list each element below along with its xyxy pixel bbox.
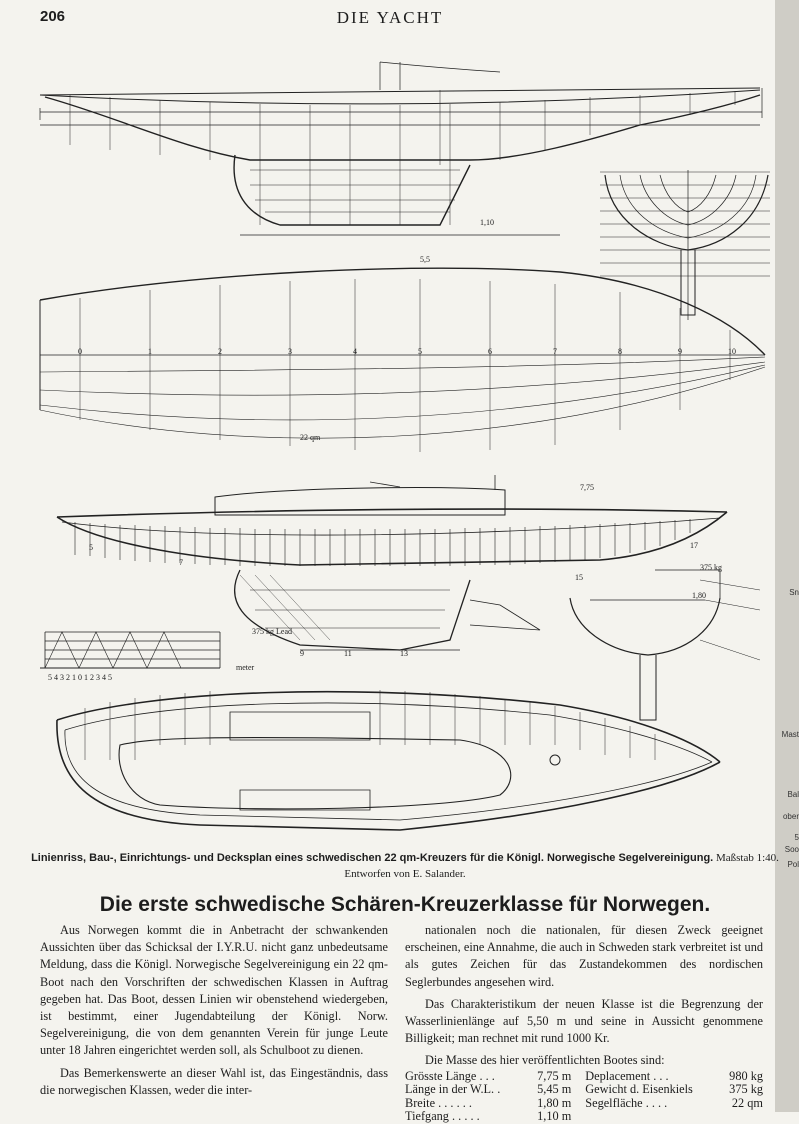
body-plan bbox=[600, 170, 770, 320]
ballast-label: 375 kg Lead bbox=[252, 627, 292, 636]
midship-section bbox=[569, 569, 761, 721]
edge-note: Soo bbox=[784, 845, 799, 854]
figure-caption: Linienriss, Bau-, Einrichtungs- und Deck… bbox=[30, 850, 780, 882]
frame-label: 13 bbox=[400, 649, 408, 658]
station-label: 3 bbox=[288, 347, 292, 356]
scale-label: meter bbox=[236, 663, 255, 672]
dimensions-table: Grösste Länge . . . 7,75 m Deplacement .… bbox=[405, 1068, 763, 1124]
spec-label: Länge in der W.L. . bbox=[405, 1082, 501, 1097]
scale-numbers: 5 4 3 2 1 0 1 2 3 4 5 bbox=[48, 673, 112, 682]
station-label: 1 bbox=[148, 347, 152, 356]
edge-note: Mast bbox=[781, 730, 799, 739]
lwl-label: 5,5 bbox=[420, 255, 430, 264]
deck-length-label: 7,75 bbox=[580, 483, 594, 492]
paragraph: Aus Norwegen kommt die in Anbetracht der… bbox=[40, 923, 388, 1058]
yacht-plans-drawing: meter 5 4 3 2 1 0 1 2 3 4 5 375 kg Lead … bbox=[39, 61, 770, 831]
station-label: 6 bbox=[488, 347, 492, 356]
table-row: Breite . . . . . . 1,80 m Segelfläche . … bbox=[405, 1095, 763, 1111]
spec-value: 22 qm bbox=[731, 1095, 763, 1110]
spec-value: 1,80 m bbox=[537, 1095, 572, 1110]
sheer-plan bbox=[39, 61, 763, 236]
table-row: Länge in der W.L. . 5,45 m Gewicht d. Ei… bbox=[405, 1083, 763, 1097]
caption-main: Linienriss, Bau-, Einrichtungs- und Deck… bbox=[31, 852, 714, 864]
spec-label: Segelfläche . . . . bbox=[585, 1095, 668, 1110]
running-title: DIE YACHT bbox=[336, 8, 444, 27]
article-title: Die erste schwedische Schären-Kreuzerkla… bbox=[99, 893, 711, 916]
article-column-right: nationalen noch die nationalen, für dies… bbox=[405, 922, 763, 1124]
station-label: 9 bbox=[678, 347, 682, 356]
scale-bar bbox=[40, 631, 221, 669]
frame-label: 17 bbox=[690, 541, 698, 550]
frame-label: 9 bbox=[300, 649, 304, 658]
paragraph: Das Bemerkenswerte an dieser Wahl ist, d… bbox=[40, 1065, 388, 1097]
draft-label: 1,10 bbox=[480, 218, 494, 227]
station-label: 8 bbox=[618, 347, 622, 356]
edge-note: 5 bbox=[794, 833, 799, 842]
paragraph: nationalen noch die nationalen, für dies… bbox=[405, 923, 763, 989]
edge-note: Bal bbox=[787, 790, 799, 799]
station-label: 10 bbox=[728, 347, 736, 356]
caption-scale: Maßstab 1:40. bbox=[715, 852, 779, 864]
edge-note: ober bbox=[782, 812, 799, 821]
adjacent-page-edge bbox=[775, 0, 799, 1112]
frame-label: 7 bbox=[179, 558, 183, 567]
beam-label: 1,80 bbox=[692, 591, 706, 600]
spec-value: 5,45 m bbox=[537, 1082, 572, 1097]
frame-label: 11 bbox=[344, 649, 352, 658]
station-label: 2 bbox=[218, 347, 222, 356]
caption-designer: Entworfen von E. Salander. bbox=[344, 868, 466, 880]
spec-label bbox=[585, 1110, 720, 1124]
station-label: 4 bbox=[353, 347, 357, 356]
frame-label: 5 bbox=[89, 543, 93, 552]
spec-value: 7,75 m bbox=[537, 1068, 572, 1083]
spec-label: Deplacement . . . bbox=[585, 1068, 669, 1083]
table-row: Tiefgang . . . . . 1,10 m bbox=[405, 1110, 763, 1124]
spec-value: 980 kg bbox=[729, 1068, 763, 1083]
half-breadth-plan bbox=[39, 267, 766, 452]
construction-plan bbox=[56, 475, 728, 651]
station-label: 7 bbox=[553, 347, 557, 356]
keel-weight-label: 375 kg bbox=[700, 563, 722, 572]
table-row: Grösste Länge . . . 7,75 m Deplacement .… bbox=[405, 1068, 763, 1084]
article-column-left: Aus Norwegen kommt die in Anbetracht der… bbox=[40, 922, 388, 1099]
spec-value bbox=[720, 1110, 763, 1124]
spec-value: 375 kg bbox=[729, 1082, 763, 1097]
station-label: 5 bbox=[418, 347, 422, 356]
paragraph: Die Masse des hier veröffentlichten Boot… bbox=[425, 1053, 665, 1068]
edge-note: Sn bbox=[789, 588, 799, 597]
frame-label: 15 bbox=[575, 573, 583, 582]
spec-label: Grösste Länge . . . bbox=[405, 1068, 495, 1083]
spec-label: Gewicht d. Eisenkiels bbox=[585, 1082, 693, 1097]
edge-note: Pol bbox=[787, 860, 799, 869]
spec-value: 1,10 m bbox=[537, 1109, 572, 1124]
paragraph: Das Charakteristikum der neuen Klasse is… bbox=[405, 996, 763, 1046]
spec-label: Tiefgang . . . . . bbox=[405, 1109, 480, 1124]
spec-label: Breite . . . . . . bbox=[405, 1095, 472, 1110]
deck-plan bbox=[56, 690, 721, 831]
sail-label: 22 qm bbox=[300, 433, 321, 442]
station-label: 0 bbox=[78, 347, 82, 356]
page-number: 206 bbox=[40, 8, 66, 25]
